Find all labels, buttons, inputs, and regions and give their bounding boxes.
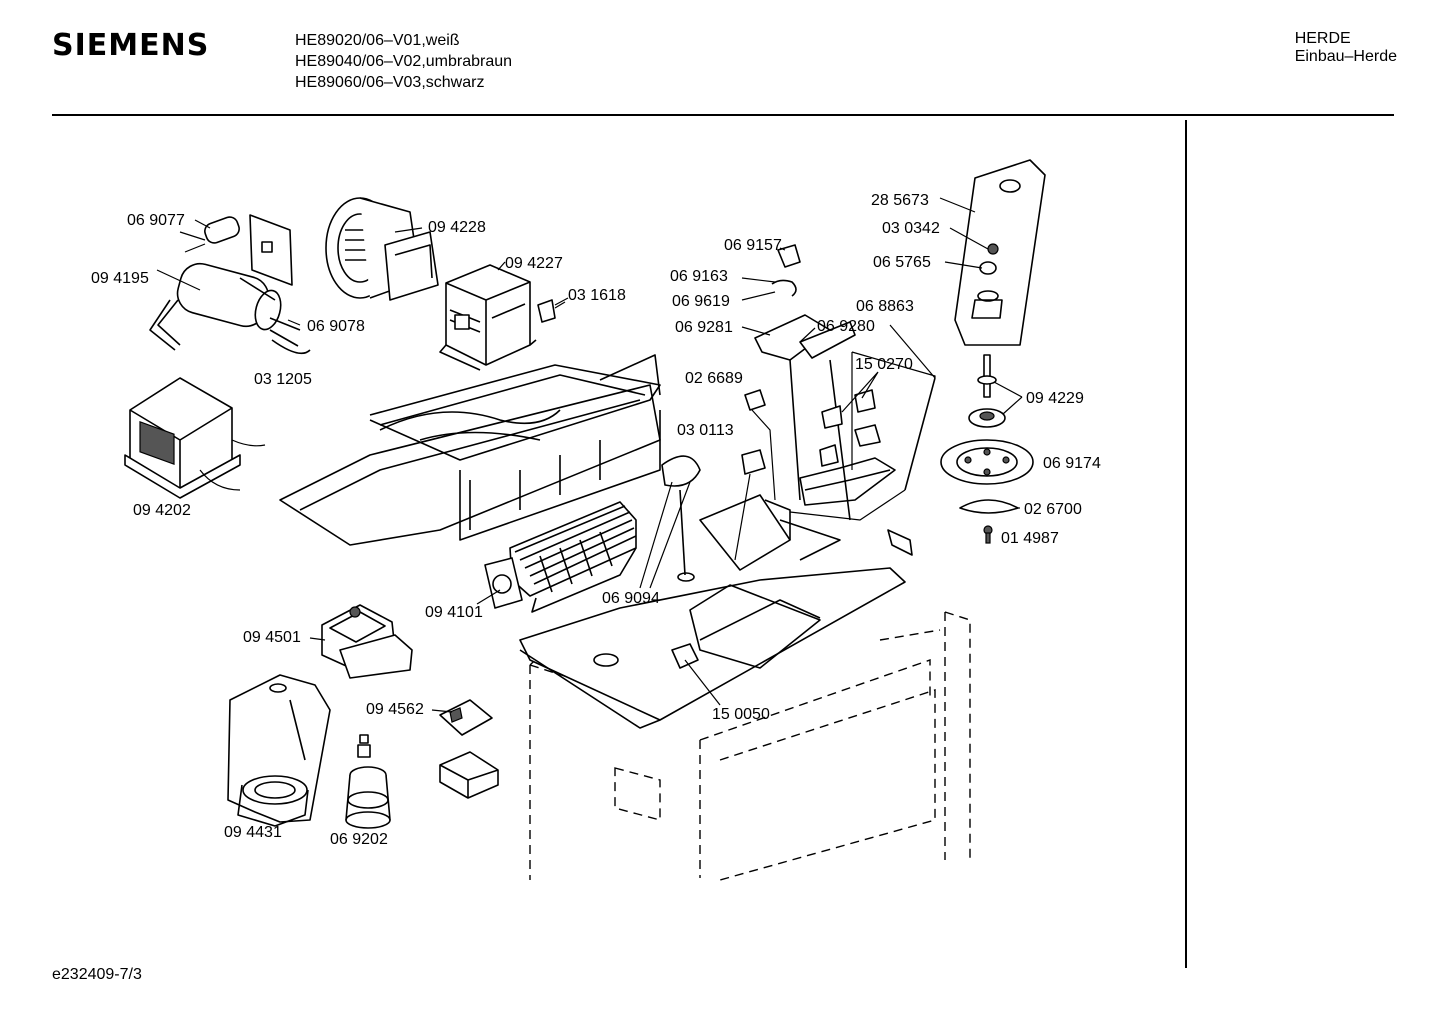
category-line: Einbau–Herde [1294, 48, 1397, 65]
angle-bracket [887, 529, 913, 556]
plug-connector [537, 299, 566, 323]
top-plate [519, 494, 906, 729]
gasket [959, 499, 1019, 514]
round-cover-plate [227, 674, 331, 827]
brand-logo: SIEMENS [52, 28, 210, 63]
mounting-bracket [249, 214, 293, 286]
part-label: 09 4228 [428, 219, 486, 236]
tangential-fan [484, 501, 637, 613]
part-label: 09 4229 [1026, 390, 1084, 407]
part-label: 15 0270 [855, 356, 913, 373]
magnetron [439, 264, 537, 371]
model-list: HE89020/06–V01,weiß HE89040/06–V02,umbra… [295, 30, 512, 93]
blower-fan [325, 197, 439, 301]
turntable-disc [940, 439, 1034, 485]
part-label: 15 0050 [712, 706, 770, 723]
part-label: 03 0342 [882, 220, 940, 237]
part-label: 03 1618 [568, 287, 626, 304]
part-label: 28 5673 [871, 192, 929, 209]
side-rule [1185, 120, 1187, 968]
part-label: 09 4501 [243, 629, 301, 646]
part-label: 09 4227 [505, 255, 563, 272]
part-label: 09 4431 [224, 824, 282, 841]
drive-shaft [968, 354, 1006, 428]
part-label: 09 4202 [133, 502, 191, 519]
part-label: 09 4101 [425, 604, 483, 621]
part-label: 06 9078 [307, 318, 365, 335]
part-label: 09 4195 [91, 270, 149, 287]
part-label: 06 9619 [672, 293, 730, 310]
part-label: 06 9281 [675, 319, 733, 336]
header-rule [52, 114, 1394, 116]
part-label: 09 4562 [366, 701, 424, 718]
category-line: HERDE [1294, 30, 1351, 47]
part-label: 03 1205 [254, 371, 312, 388]
capacitor-small [179, 216, 240, 253]
part-label: 06 9280 [817, 318, 875, 335]
transformer [124, 377, 266, 499]
part-label: 06 5765 [873, 254, 931, 271]
part-label: 06 9077 [127, 212, 185, 229]
model-line: HE89040/06–V02,umbrabraun [295, 53, 513, 70]
part-label: 02 6689 [685, 370, 743, 387]
drawing-id: e232409-7/3 [52, 966, 142, 983]
part-label: 03 0113 [677, 422, 734, 439]
part-labels: 06 9077 09 4195 06 9078 03 1205 09 4228 … [91, 192, 1101, 848]
heater-frame [279, 354, 661, 546]
thermal-sensor [661, 455, 701, 582]
circuit-board [439, 699, 499, 799]
part-label: 02 6700 [1024, 501, 1082, 518]
part-label: 06 9174 [1043, 455, 1101, 472]
part-label: 06 9202 [330, 831, 388, 848]
part-label: 06 9094 [602, 590, 660, 607]
fitting-assembly [345, 734, 391, 829]
part-label: 06 8863 [856, 298, 914, 315]
heating-plate [954, 159, 1046, 346]
screw [983, 525, 993, 544]
part-label: 01 4987 [1001, 530, 1059, 547]
switch-assembly [754, 244, 936, 521]
fan-motor [321, 604, 413, 679]
label-leaders [156, 197, 1023, 713]
safety-switch [671, 643, 699, 669]
part-label: 06 9157 [724, 237, 782, 254]
thermostat [734, 449, 766, 561]
model-line: HE89060/06–V03,schwarz [295, 74, 485, 91]
model-line: HE89020/06–V01,weiß [295, 32, 460, 49]
small-switch [744, 389, 776, 501]
category-block: HERDE Einbau–Herde [1295, 30, 1397, 66]
part-label: 06 9163 [670, 268, 728, 285]
connectors [239, 277, 311, 355]
